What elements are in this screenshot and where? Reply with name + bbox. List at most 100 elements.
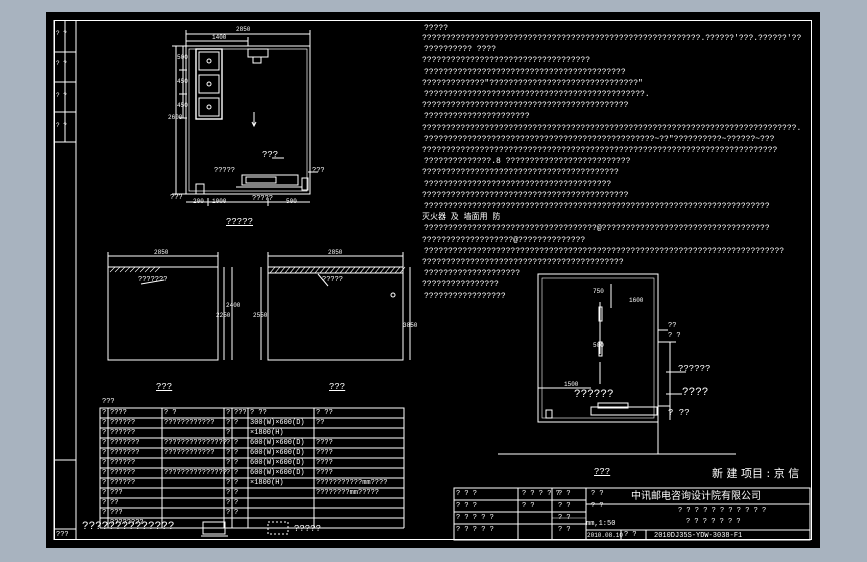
sheet-cell-1: ? ? bbox=[624, 531, 637, 539]
table-cell: ? bbox=[102, 439, 107, 447]
plan-dim-2850: 2850 bbox=[236, 26, 251, 33]
table-cell: ? bbox=[102, 469, 107, 477]
table-cell: ?????? bbox=[110, 429, 136, 437]
table-cell: ?????? bbox=[110, 419, 136, 427]
notes-title: ????? bbox=[424, 24, 449, 33]
table-cell: 600(W)×600(D) bbox=[250, 439, 305, 447]
plan-dim-1000: 1000 bbox=[212, 198, 227, 205]
table-cell: ? bbox=[234, 469, 239, 477]
elev-right-dim-width: 2850 bbox=[328, 249, 343, 256]
elev-left-dim-h1: 2250 bbox=[216, 312, 231, 319]
table-cell: ?????? bbox=[110, 469, 136, 477]
title-block-cell: ? ? ? bbox=[456, 490, 478, 498]
elev-right-dim-h2: 3850 bbox=[403, 322, 418, 329]
table-cell: ???????????? bbox=[164, 419, 215, 427]
project-label: 新 建 项目 : 京 信 bbox=[712, 467, 800, 480]
title-block-cell: ? ? ? bbox=[456, 502, 478, 510]
table-header-cell: ? bbox=[226, 409, 231, 417]
title-block-cell: ? ? bbox=[558, 502, 571, 510]
plan-dim-200: 200 bbox=[193, 198, 204, 205]
notes-line: ????????????????? bbox=[424, 291, 506, 301]
title-block-cell: ? ? bbox=[522, 502, 535, 510]
section-label-6: ? ?? bbox=[668, 408, 690, 418]
table-cell: ???????????? bbox=[164, 449, 215, 457]
section-label-1: ?? bbox=[668, 322, 677, 330]
notes-line: ????????????????????????????????????????… bbox=[422, 101, 629, 111]
elev-left-dim-h2: 2400 bbox=[226, 302, 241, 309]
section-dim-750: 750 bbox=[593, 288, 604, 295]
drawing-number: 2010DJ35S-YDW-3038-F1 bbox=[654, 532, 743, 540]
plan-dim-2600: 2600 bbox=[168, 114, 183, 121]
table-cell: ? bbox=[226, 459, 231, 467]
plan-label-left: ??? bbox=[170, 194, 183, 202]
table-cell: ???? bbox=[316, 439, 333, 447]
legend-text-1: ?????????????? bbox=[82, 521, 175, 533]
table-cell: 600(W)×600(D) bbox=[250, 459, 305, 467]
legend-text-2: ????? bbox=[294, 524, 322, 534]
table-cell: ???????? bbox=[110, 519, 144, 527]
table-cell: ? bbox=[234, 439, 239, 447]
scale-text: mm,1:50 bbox=[586, 520, 616, 528]
title-block-cell: ? ? bbox=[558, 514, 571, 522]
title-block-cell: ? ? ? ? ? bbox=[456, 514, 494, 522]
plan-label-bottom: ????? bbox=[252, 195, 274, 203]
title-block-cell: ? ? bbox=[591, 490, 604, 498]
notes-line: ????????????????????????????????????????… bbox=[424, 134, 775, 144]
notes-line: ????????????????????????????????????????… bbox=[422, 258, 624, 267]
section-dim-1500: 1500 bbox=[564, 381, 579, 388]
table-cell: ? bbox=[226, 479, 231, 487]
elev-left-dim-width: 2850 bbox=[154, 249, 169, 256]
table-cell: ? bbox=[226, 489, 231, 497]
title-block-cell: ? ? ? ? ? bbox=[522, 490, 560, 498]
table-header-cell: ? ?? bbox=[316, 409, 333, 417]
table-cell: ? bbox=[226, 499, 231, 507]
table-cell: ? bbox=[226, 439, 231, 447]
title-block-cell: ? ? ? ? ? bbox=[456, 526, 494, 534]
table-cell: ? bbox=[226, 429, 231, 437]
elev-right-caption: ??? bbox=[329, 382, 346, 392]
notes-line: ??????????????????????????????????????? bbox=[424, 179, 612, 189]
table-cell: ???? bbox=[316, 449, 333, 457]
table-cell: ? bbox=[102, 499, 107, 507]
plan-label-equipment: ????? bbox=[214, 167, 236, 175]
section-label-4: ???? bbox=[682, 387, 709, 399]
table-cell: ??????? bbox=[110, 449, 140, 457]
plan-dim-450a: 450 bbox=[177, 78, 188, 85]
title-block-cell: ? ? bbox=[558, 490, 571, 498]
notes-line: ???????????????????? bbox=[424, 269, 521, 279]
table-cell: ? bbox=[102, 489, 107, 497]
strip-bottom-label: ??? bbox=[56, 531, 69, 539]
table-cell: 600(W)×600(D) bbox=[250, 469, 305, 477]
table-cell: ? bbox=[234, 499, 239, 507]
table-cell: ? bbox=[234, 509, 239, 517]
notes-line: ????????????????????????????????????????… bbox=[422, 123, 802, 133]
section-label-5: ?????? bbox=[574, 389, 614, 401]
table-header-cell: ? bbox=[102, 409, 107, 417]
notes-line: ??????????????.8 ???????????????????????… bbox=[424, 157, 631, 167]
plan-caption: ????? bbox=[226, 217, 254, 227]
notes-line: ??????????????????????????????????? bbox=[422, 56, 591, 66]
table-cell: ? bbox=[226, 509, 231, 517]
table-cell: ?????? bbox=[110, 479, 136, 487]
elev-left-label: ??????? bbox=[138, 276, 168, 284]
strip-cell-4: ? ? bbox=[56, 122, 67, 129]
notes-line: ????????????????????????????????????????… bbox=[422, 146, 778, 155]
notes-line: ?????????????????????? bbox=[424, 112, 530, 122]
notes-line: ?????????????"??????????????????????????… bbox=[422, 78, 643, 88]
elev-left-caption: ??? bbox=[156, 382, 173, 392]
notes-line: ????????????????????????????????????????… bbox=[422, 34, 802, 43]
plan-dim-500: 500 bbox=[177, 54, 188, 61]
cad-linework bbox=[53, 20, 811, 541]
title-right-line-2: ? ? ? ? ? ? ? bbox=[686, 518, 741, 526]
date-text: 2010.08.10 bbox=[587, 532, 624, 539]
table-cell: ×1800(H) bbox=[250, 429, 284, 437]
notes-line: ????????????????????????????????????????… bbox=[422, 190, 629, 200]
table-cell: ???? bbox=[316, 469, 333, 477]
table-title: ??? bbox=[102, 398, 115, 406]
notes-line: ????????????????????????????????????????… bbox=[422, 168, 619, 178]
table-cell: ×1800(H) bbox=[250, 479, 284, 487]
section-caption: ??? bbox=[594, 467, 611, 477]
notes-line: ????????????????????????????????????????… bbox=[424, 246, 785, 256]
table-cell: ? bbox=[102, 459, 107, 467]
table-cell: 600(W)×600(D) bbox=[250, 449, 305, 457]
